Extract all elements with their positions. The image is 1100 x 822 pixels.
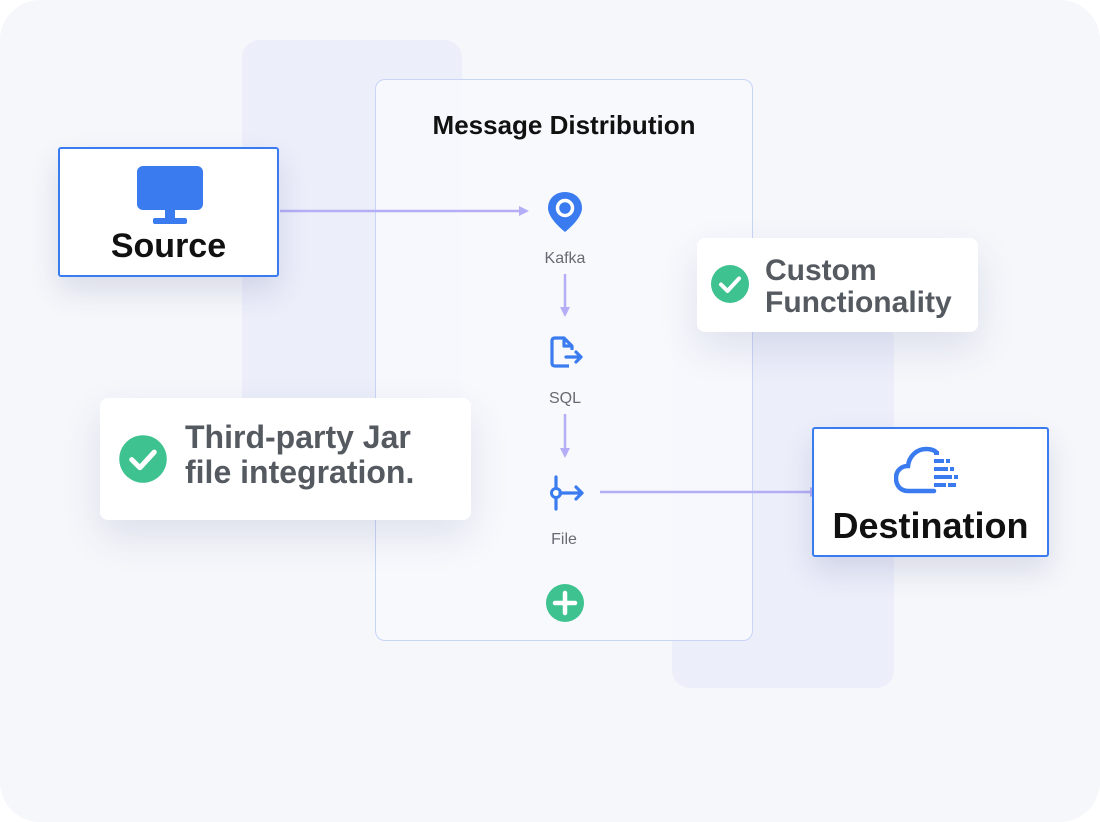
feature-callout-custom-functionality: Custom Functionality (697, 238, 978, 332)
file-export-icon (550, 336, 583, 368)
feature-line: file integration. (185, 453, 415, 490)
check-circle-icon (711, 265, 749, 303)
step-label-file: File (551, 531, 577, 548)
destination-node: Destination (812, 427, 1049, 557)
step-label-sql: SQL (548, 390, 581, 407)
feature-line: Functionality (765, 286, 952, 320)
location-pin-icon (548, 192, 582, 232)
cloud-data-icon (894, 446, 958, 494)
feature-line: Third-party Jar (185, 419, 411, 455)
check-circle-icon (119, 435, 167, 483)
message-distribution-panel (375, 79, 753, 641)
step-label-kafka: Kafka (544, 250, 586, 267)
branch-output-icon (550, 475, 584, 511)
destination-label: Destination (832, 505, 1029, 546)
feature-text-custom: Custom Functionality (765, 254, 970, 320)
plus-circle-icon[interactable] (545, 583, 585, 623)
feature-line: Custom (765, 254, 877, 287)
monitor-icon (137, 166, 203, 224)
message-distribution-title: Message Distribution (432, 110, 696, 140)
feature-text-jar: Third-party Jar file integration. (185, 420, 460, 489)
source-node: Source (58, 147, 279, 277)
feature-callout-jar-integration: Third-party Jar file integration. (100, 398, 471, 520)
source-label: Source (110, 227, 227, 265)
